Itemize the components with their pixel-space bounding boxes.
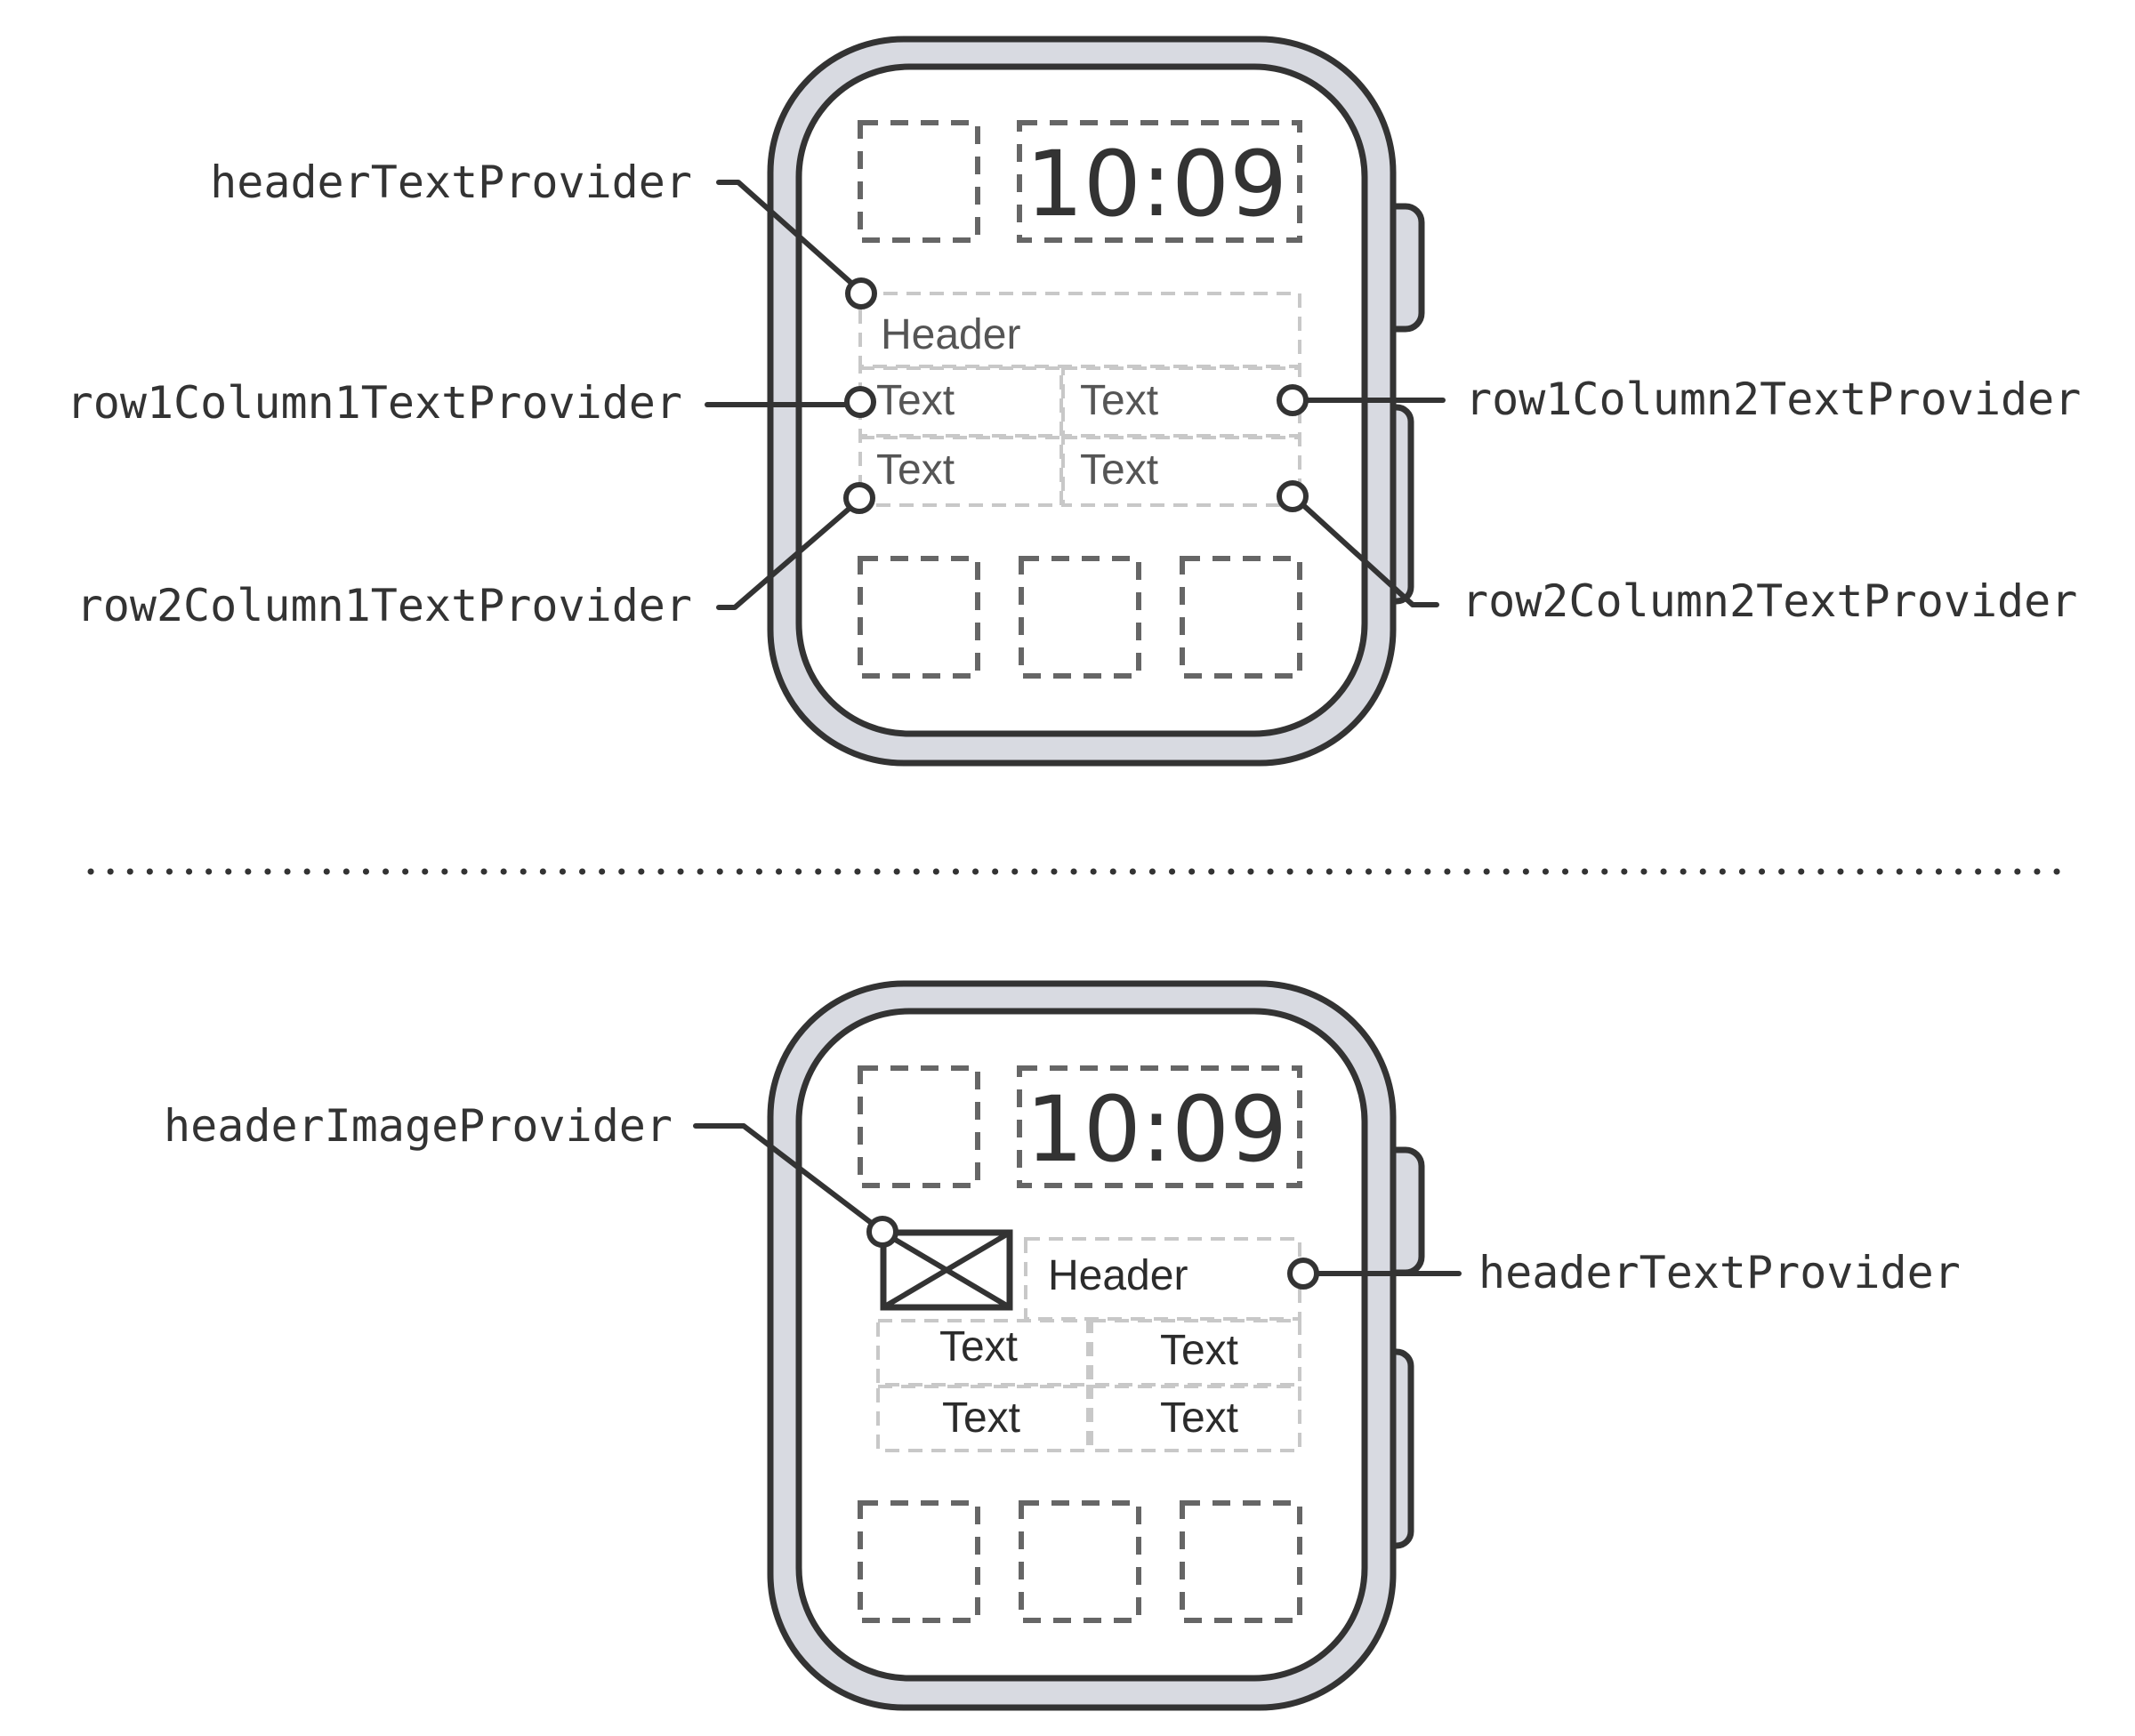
- watch-bottom: 10:09 Header Text Text Text Text: [767, 980, 1425, 1711]
- top-left-slot: [858, 1065, 980, 1188]
- row2-col1-cell: [876, 1385, 1090, 1452]
- label-row1-column1: row1Column1TextProvider: [67, 377, 682, 429]
- time-display: 10:09: [1026, 132, 1287, 237]
- label-header-text-provider: headerTextProvider: [210, 157, 692, 208]
- label-row2-column1: row2Column1TextProvider: [77, 580, 692, 631]
- time-slot: [1017, 120, 1302, 243]
- header-text: Header: [1048, 1252, 1188, 1299]
- time-display: 10:09: [1026, 1077, 1287, 1183]
- bottom-slot-2: [1019, 1500, 1141, 1623]
- row2-col2-cell: [1090, 1385, 1301, 1452]
- bottom-callouts: headerImageProvider headerTextProvider: [164, 1100, 1961, 1298]
- watch-screen: [795, 1008, 1368, 1682]
- row1-col2-text: Text: [1160, 1327, 1238, 1374]
- label-row1-column2: row1Column2TextProvider: [1465, 374, 2081, 425]
- row1-col1-text: Text: [876, 377, 955, 424]
- label-header-text-provider: headerTextProvider: [1478, 1247, 1961, 1298]
- header-cell: [858, 292, 1301, 368]
- row1-col1-cell: [858, 366, 1063, 438]
- row2-col1-text: Text: [942, 1394, 1020, 1442]
- bottom-slot-2: [1019, 556, 1141, 679]
- bottom-slot-1: [858, 556, 980, 679]
- row2-col1-text: Text: [876, 446, 955, 494]
- row2-col1-cell: [858, 436, 1063, 507]
- label-header-image-provider: headerImageProvider: [164, 1100, 673, 1152]
- row1-col1-text: Text: [939, 1323, 1018, 1370]
- bottom-slot-1: [858, 1500, 980, 1623]
- top-callouts: headerTextProvider row1Column1TextProvid…: [67, 157, 2082, 631]
- top-left-slot: [858, 120, 980, 243]
- row2-col2-text: Text: [1080, 446, 1158, 494]
- header-text: Header: [881, 311, 1020, 358]
- bottom-slot-3: [1180, 1500, 1302, 1623]
- image-placeholder-icon: [880, 1229, 1013, 1311]
- bottom-slot-3: [1180, 556, 1302, 679]
- row2-col2-cell: [1061, 436, 1301, 507]
- row2-col2-text: Text: [1160, 1394, 1238, 1442]
- time-slot: [1017, 1065, 1302, 1188]
- row1-col2-text: Text: [1080, 377, 1158, 424]
- label-row2-column2: row2Column2TextProvider: [1462, 575, 2077, 627]
